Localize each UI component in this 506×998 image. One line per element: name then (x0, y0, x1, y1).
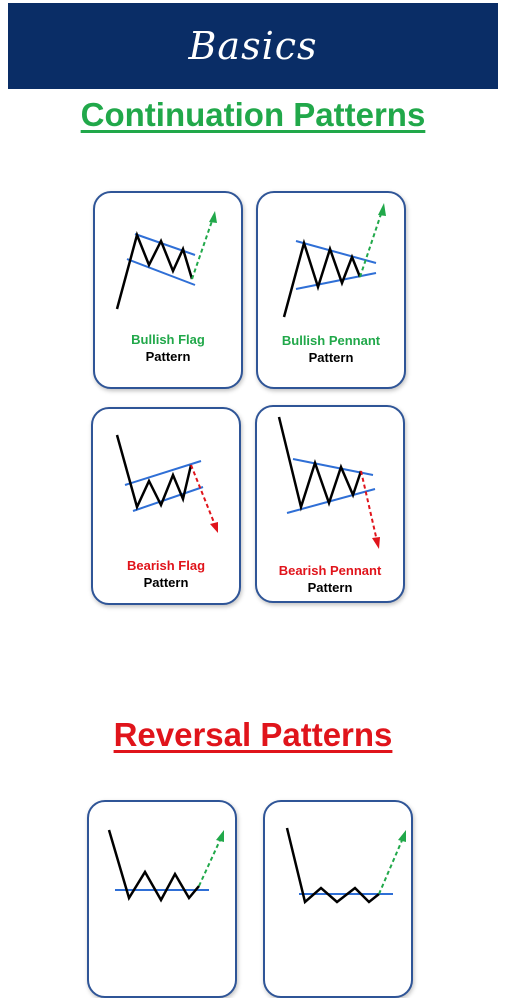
card-bearish-pennant[interactable]: Bearish Pennant Pattern (255, 405, 405, 603)
card-subtitle: Pattern (143, 575, 189, 590)
card-subtitle: Pattern (308, 350, 354, 365)
card-reversal-left[interactable] (87, 800, 237, 998)
card-bullish-pennant[interactable]: Bullish Pennant Pattern (256, 191, 406, 389)
bearish-pennant-diagram (277, 416, 380, 549)
card-subtitle: Pattern (145, 349, 191, 364)
app-header: Basics (8, 3, 498, 89)
bullish-flag-diagram (115, 211, 217, 310)
bearish-flag-diagram (115, 434, 218, 533)
header-title: Basics (188, 24, 318, 68)
card-label: Bullish Pennant Pattern (258, 332, 404, 366)
section-title-reversal: Reversal Patterns (113, 716, 393, 753)
card-bearish-flag[interactable]: Bearish Flag Pattern (91, 407, 241, 605)
reversal-left-diagram (107, 829, 224, 903)
card-title: Bearish Flag (126, 558, 206, 573)
bullish-pennant-diagram (282, 203, 386, 318)
card-label: Bearish Pennant Pattern (257, 562, 403, 596)
card-reversal-right[interactable] (263, 800, 413, 998)
section-title-continuation: Continuation Patterns (80, 96, 426, 133)
card-subtitle: Pattern (307, 580, 353, 595)
card-title: Bullish Flag (131, 332, 205, 347)
card-bullish-flag[interactable]: Bullish Flag Pattern (93, 191, 243, 389)
reversal-right-diagram (285, 827, 406, 905)
card-label: Bearish Flag Pattern (93, 557, 239, 591)
card-title: Bearish Pennant (278, 563, 382, 578)
card-label: Bullish Flag Pattern (95, 331, 241, 365)
card-title: Bullish Pennant (281, 333, 381, 348)
